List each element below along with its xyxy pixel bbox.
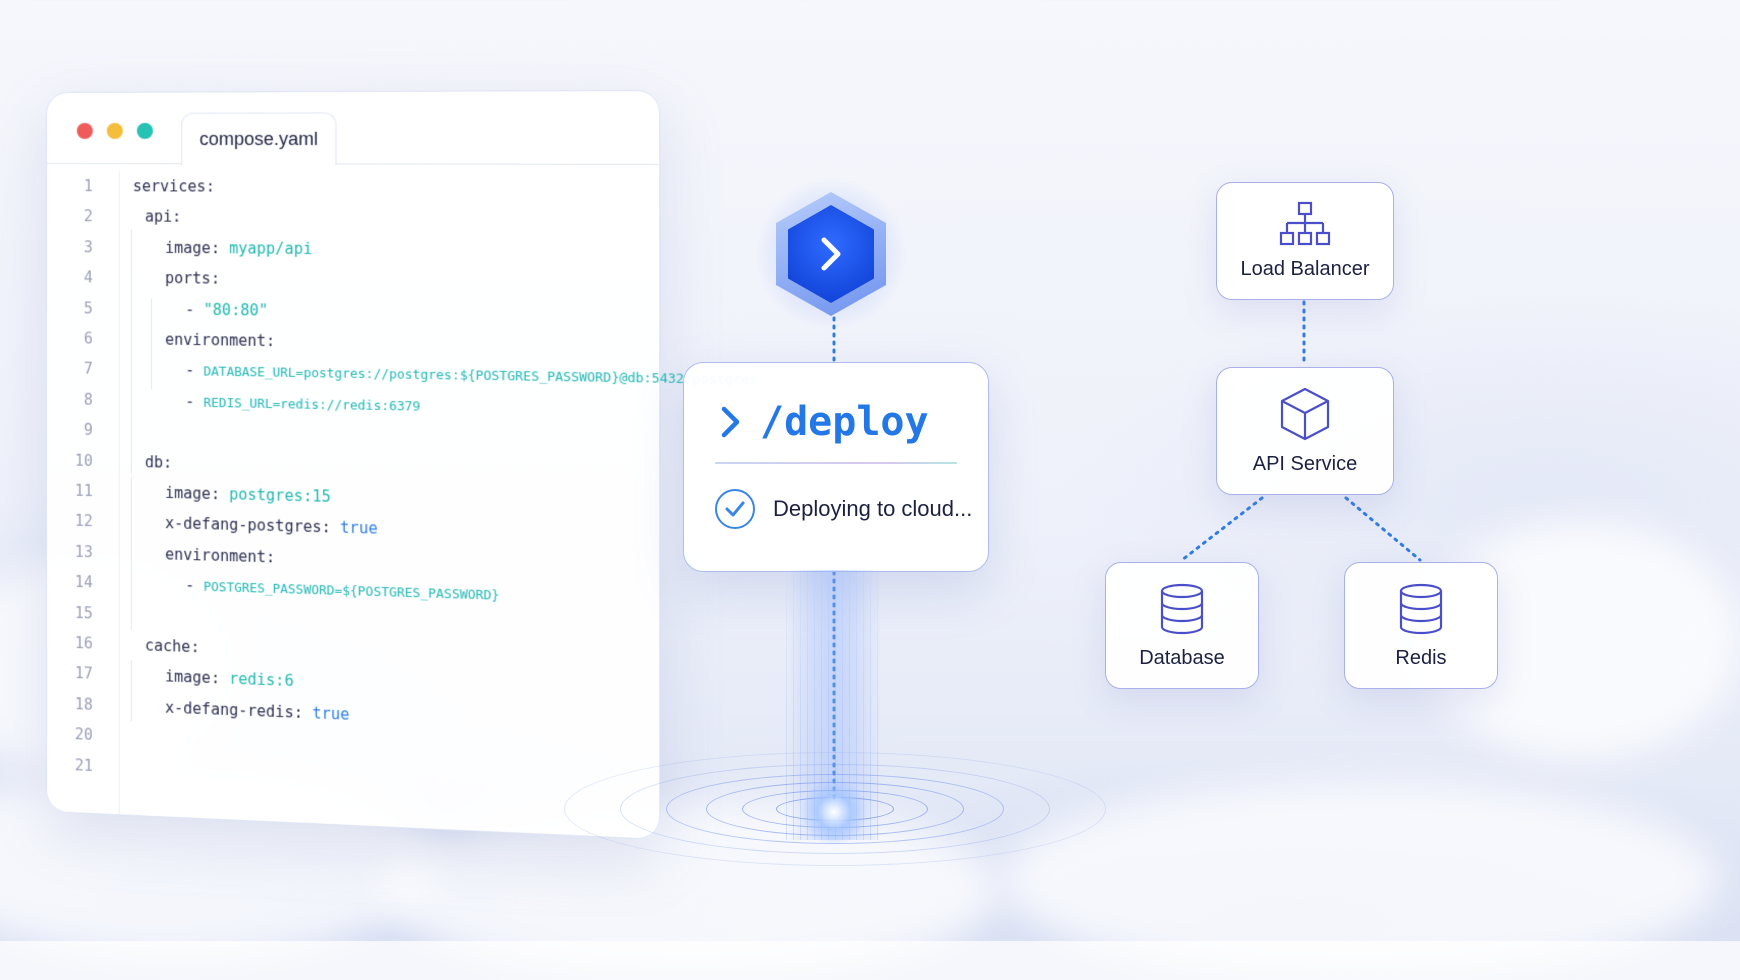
database-icon (1160, 583, 1204, 635)
api-to-db-connector (1180, 496, 1264, 562)
chevron-right-icon (821, 237, 841, 271)
node-label: Database (1139, 647, 1225, 669)
sitemap-icon (1279, 201, 1331, 246)
light-flare (800, 778, 868, 846)
node-label: Load Balancer (1240, 258, 1370, 280)
node-load-balancer[interactable]: Load Balancer (1216, 182, 1394, 300)
node-api-service[interactable]: API Service (1216, 367, 1394, 495)
node-label: API Service (1252, 453, 1358, 475)
node-redis[interactable]: Redis (1344, 562, 1498, 689)
node-database[interactable]: Database (1105, 562, 1259, 689)
card-divider (715, 462, 957, 464)
cloud-decoration (1000, 780, 1720, 980)
database-icon (1399, 583, 1443, 635)
deploy-command-text: /deploy (760, 399, 929, 445)
cube-icon (1280, 387, 1330, 441)
connector-lines (832, 300, 1422, 802)
check-circle-icon (715, 489, 755, 529)
deploy-status-text: Deploying to cloud... (773, 496, 973, 521)
deploy-hex-logo (750, 170, 912, 338)
prompt-chevron-icon (720, 405, 742, 439)
node-label: Redis (1395, 647, 1447, 669)
deploy-command: /deploy (720, 399, 929, 445)
deploy-card: /deploy Deploying to cloud... (683, 362, 989, 572)
api-to-redis-connector (1344, 496, 1422, 562)
ripple-ring (564, 752, 1106, 866)
ripple-ring (620, 764, 1050, 854)
deploy-status: Deploying to cloud... (715, 489, 972, 529)
